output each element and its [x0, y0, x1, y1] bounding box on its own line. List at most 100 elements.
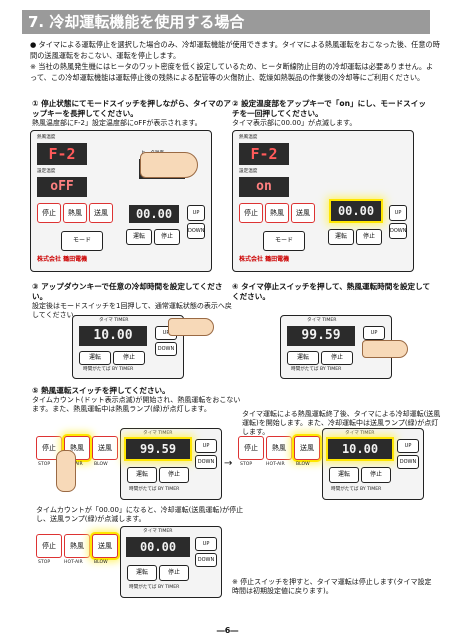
step-2-text: ② 設定温度部をアップキーで「on」にし、モードスイッチを一回押してください。	[232, 99, 426, 118]
up-key[interactable]: UP	[363, 326, 385, 340]
step-3-text: ③ アップダウンキーで任意の冷却時間を設定してください。	[32, 282, 223, 301]
stop-en: STOP	[38, 560, 51, 565]
hand-icon	[140, 152, 198, 178]
blow-en: BLOW	[94, 560, 108, 565]
blow-button[interactable]: 送風	[92, 534, 118, 558]
down-key[interactable]: DOWN	[195, 553, 217, 567]
intro-text: ● タイマによる運転停止を選択した場合のみ、冷却運転機能が使用できます。タイマに…	[30, 40, 440, 84]
timer-stop-button[interactable]: 停止	[356, 229, 382, 245]
by-timer-label: 時間がたてば BY TIMER	[129, 585, 180, 590]
up-key[interactable]: UP	[397, 439, 419, 453]
timer-stop-button[interactable]: 停止	[154, 229, 180, 245]
stop-button[interactable]: 停止	[238, 436, 264, 460]
timer-stop-button[interactable]: 停止	[321, 351, 353, 365]
set-temp-display: oFF	[37, 177, 87, 197]
down-key[interactable]: DOWN	[187, 223, 205, 239]
by-timer-label: 時間がたてば BY TIMER	[129, 487, 180, 492]
step-5-text: ⑤ 熱風運転スイッチを押してください。	[32, 386, 170, 395]
timer-display: 10.00	[328, 439, 392, 459]
mode-switch[interactable]: モード	[61, 231, 103, 251]
blow-en: BLOW	[296, 462, 310, 467]
hand-icon	[362, 340, 408, 358]
timer-display: 00.00	[129, 205, 179, 223]
hot-air-button[interactable]: 熱風	[63, 203, 87, 223]
up-key[interactable]: UP	[389, 205, 407, 221]
stop-button[interactable]: 停止	[36, 534, 62, 558]
hand-icon	[56, 450, 76, 492]
timer-label: タイマ TIMER	[345, 431, 375, 436]
step-5: ⑤ 熱風運転スイッチを押してください。 タイムカウント(ドット表示点滅)が開始さ…	[32, 386, 242, 414]
timer-display: 99.59	[287, 326, 355, 346]
arrow-right-icon: →	[224, 458, 233, 469]
blow-button[interactable]: 送風	[294, 436, 320, 460]
step-2: ② 設定温度部をアップキーで「on」にし、モードスイッチを一回押してください。 …	[232, 99, 432, 128]
down-key[interactable]: DOWN	[155, 342, 177, 356]
switch-group-a: 停止 熱風 送風 STOP HOT-AIR BLOW	[36, 432, 118, 482]
step-4-text: ④ タイマ停止スイッチを押して、熱風運転時間を設定してください。	[232, 282, 431, 301]
set-temp-label: 設定温度	[37, 169, 56, 174]
set-temp-label: 設定温度	[239, 169, 258, 174]
timer-panel-3: タイマ TIMER 10.00 運転 停止 UP DOWN 時間がたてば BY …	[72, 315, 184, 379]
operation-button[interactable]: 運転	[127, 467, 157, 483]
timer-stop-button[interactable]: 停止	[159, 467, 189, 483]
set-temp-display: on	[239, 177, 289, 197]
mode-switch[interactable]: モード	[263, 231, 305, 251]
timer-stop-button[interactable]: 停止	[361, 467, 391, 483]
intro-bullet: ● タイマによる運転停止を選択した場合のみ、冷却運転機能が使用できます。タイマに…	[30, 40, 440, 60]
blow-en: BLOW	[94, 462, 108, 467]
step-5-right-note: タイマ運転による熱風運転終了後、タイマによる冷却運転(送風運転)を開始します。ま…	[242, 410, 441, 436]
down-key[interactable]: DOWN	[195, 455, 217, 469]
blow-button[interactable]: 送風	[92, 436, 118, 460]
down-key[interactable]: DOWN	[389, 223, 407, 239]
up-key[interactable]: UP	[195, 439, 217, 453]
page-number: ―6―	[216, 626, 239, 635]
timer-label: タイマ TIMER	[143, 529, 173, 534]
blow-button[interactable]: 送風	[291, 203, 315, 223]
step-5-bottom-note: タイムカウントが「00.00」になると、冷却運転(送風運転)が停止し、送風ランプ…	[36, 506, 244, 523]
down-key[interactable]: DOWN	[397, 455, 419, 469]
blow-button[interactable]: 送風	[89, 203, 113, 223]
step-1-text: ① 停止状態にてモードスイッチを押しながら、タイマのアップキーを長押してください…	[32, 99, 231, 118]
final-note: ※ 停止スイッチを押すと、タイマ運転は停止します(タイマ設定時間は初期設定値に戻…	[232, 578, 432, 595]
operation-button[interactable]: 運転	[328, 229, 354, 245]
hot-air-button[interactable]: 熱風	[265, 203, 289, 223]
maker-label: 株式会社 鶴田電機	[37, 256, 88, 263]
timer-stop-button[interactable]: 停止	[159, 565, 189, 581]
hot-temp-display: F-2	[37, 143, 87, 165]
section-title: 7. 冷却運転機能を使用する場合	[22, 10, 430, 34]
operation-button[interactable]: 運転	[287, 351, 319, 365]
by-timer-label: 時間がたてば BY TIMER	[331, 487, 382, 492]
timer-display: 00.00	[331, 201, 381, 221]
switch-group-b: 停止 熱風 送風 STOP HOT-AIR BLOW	[238, 432, 320, 482]
hot-temp-label: 熱風温度	[239, 135, 258, 140]
operation-button[interactable]: 運転	[126, 229, 152, 245]
hot-air-button[interactable]: 熱風	[266, 436, 292, 460]
up-key[interactable]: UP	[195, 537, 217, 551]
operation-button[interactable]: 運転	[329, 467, 359, 483]
intro-note: ※ 当社の熱風発生機にはヒータのワット密度を低く設定しているため、ヒータ断線防止…	[30, 62, 434, 82]
control-panel-2: 熱風温度 F-2 設定温度 on 停止 熱風 送風 00.00 運転 停止 モー…	[232, 130, 414, 272]
timer-label: タイマ TIMER	[99, 318, 129, 323]
hot-temp-label: 熱風温度	[37, 135, 56, 140]
step-5-note: タイムカウント(ドット表示点滅)が開始され、熱風運転をおこないます。また、熱風運…	[32, 396, 241, 413]
timer-stop-button[interactable]: 停止	[113, 351, 145, 365]
switch-group-c: 停止 熱風 送風 STOP HOT-AIR BLOW	[36, 530, 118, 580]
maker-label: 株式会社 鶴田電機	[239, 256, 290, 263]
timer-display: 99.59	[126, 439, 190, 459]
up-key[interactable]: UP	[187, 205, 205, 221]
timer-display: 00.00	[126, 537, 190, 557]
step-2-note: タイマ表示部に00.00」が点滅します。	[232, 119, 357, 127]
by-timer-label: 時間がたてば BY TIMER	[291, 367, 342, 372]
hot-air-button[interactable]: 熱風	[64, 534, 90, 558]
stop-button[interactable]: 停止	[239, 203, 263, 223]
stop-en: STOP	[38, 462, 51, 467]
hot-en: HOT-AIR	[266, 462, 285, 467]
timer-display: 10.00	[79, 326, 147, 346]
timer-panel-5a: タイマ TIMER 99.59 運転 停止 UP DOWN 時間がたてば BY …	[120, 428, 222, 500]
operation-button[interactable]: 運転	[127, 565, 157, 581]
stop-button[interactable]: 停止	[37, 203, 61, 223]
operation-button[interactable]: 運転	[79, 351, 111, 365]
step-1-note: 熱風温度部にF-2」設定温度部にoFFが表示されます。	[32, 119, 202, 127]
timer-panel-5b: タイマ TIMER 10.00 運転 停止 UP DOWN 時間がたてば BY …	[322, 428, 424, 500]
timer-label: タイマ TIMER	[143, 431, 173, 436]
